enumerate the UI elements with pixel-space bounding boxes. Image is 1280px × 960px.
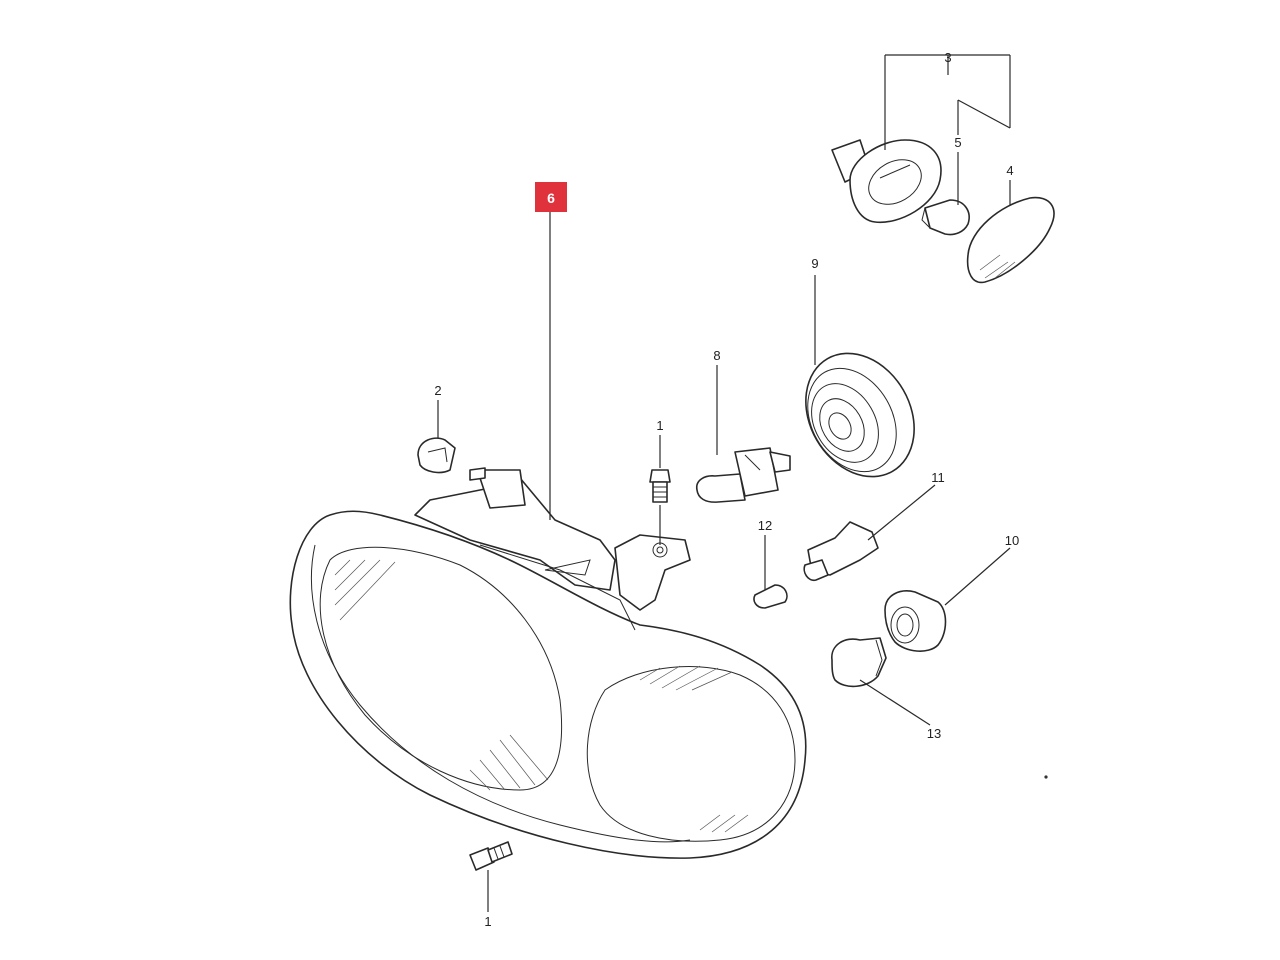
side-lamp-socket-part-3[interactable] bbox=[831, 139, 942, 224]
leader-lines bbox=[437, 54, 1011, 912]
small-bulb-part-5[interactable] bbox=[921, 199, 970, 236]
clip-part-2[interactable] bbox=[417, 437, 456, 474]
callout-labels: 3 5 4 6 9 8 2 1 11 12 10 13 1 bbox=[434, 50, 1019, 929]
bulb-part-8[interactable] bbox=[695, 447, 791, 503]
callout-12[interactable]: 12 bbox=[758, 518, 772, 533]
marker-dot bbox=[1044, 775, 1048, 779]
callout-9[interactable]: 9 bbox=[811, 256, 818, 271]
socket-part-11[interactable] bbox=[803, 521, 879, 582]
wedge-bulb-part-12[interactable] bbox=[753, 584, 788, 609]
callout-1-lower[interactable]: 1 bbox=[484, 914, 491, 929]
screw-part-1-lower[interactable] bbox=[469, 841, 513, 871]
bulb-part-13[interactable] bbox=[831, 637, 887, 688]
rubber-cap-part-9[interactable] bbox=[784, 334, 936, 497]
callout-3[interactable]: 3 bbox=[944, 50, 951, 65]
screw-part-1-upper[interactable] bbox=[649, 469, 671, 503]
callout-10[interactable]: 10 bbox=[1005, 533, 1019, 548]
callout-5[interactable]: 5 bbox=[954, 135, 961, 150]
callout-11[interactable]: 11 bbox=[931, 470, 945, 485]
socket-part-10[interactable] bbox=[884, 590, 947, 652]
callout-6-highlight-box bbox=[535, 182, 567, 212]
callout-8[interactable]: 8 bbox=[713, 348, 720, 363]
callout-6[interactable]: 6 bbox=[547, 190, 555, 206]
callout-2[interactable]: 2 bbox=[434, 383, 441, 398]
callout-1-upper[interactable]: 1 bbox=[656, 418, 663, 433]
callout-13[interactable]: 13 bbox=[927, 726, 941, 741]
headlamp-assembly[interactable] bbox=[289, 467, 807, 859]
side-lamp-lens-part-4[interactable] bbox=[966, 196, 1055, 284]
callout-4[interactable]: 4 bbox=[1006, 163, 1013, 178]
